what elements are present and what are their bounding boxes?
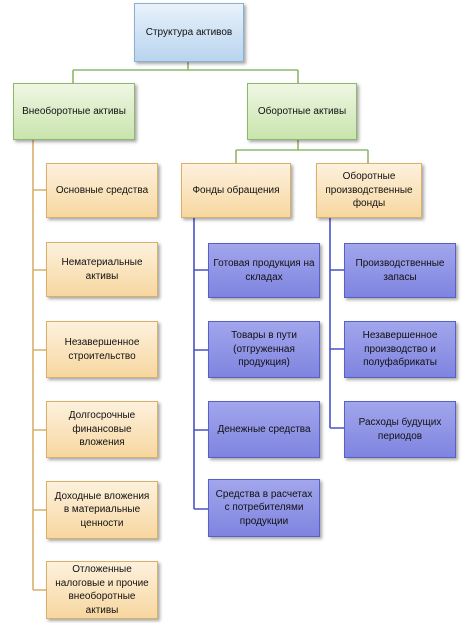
production-funds-node: Оборотные производственные фонды bbox=[316, 163, 422, 218]
non-current-item: Незавершенное строительство bbox=[46, 321, 158, 378]
root-node: Структура активов bbox=[134, 3, 244, 62]
current-assets-node: Оборотные активы bbox=[247, 83, 357, 140]
non-current-item: Нематериальные активы bbox=[46, 242, 158, 297]
non-current-item: Доходные вложения в материальные ценност… bbox=[46, 481, 158, 539]
circulation-funds-node: Фонды обращения bbox=[181, 163, 291, 218]
non-current-item: Долгосрочные финансовые вложения bbox=[46, 401, 158, 458]
circulation-funds-item: Товары в пути (отгруженная продукция) bbox=[208, 321, 320, 378]
non-current-assets-node: Внеоборотные активы bbox=[13, 83, 135, 140]
connector-circulation-funds bbox=[193, 218, 208, 510]
circulation-funds-item: Готовая продукция на складах bbox=[208, 243, 320, 298]
production-funds-item: Незавершенное производство и полуфабрика… bbox=[344, 321, 456, 378]
production-funds-item: Расходы будущих периодов bbox=[344, 401, 456, 458]
connector-current bbox=[235, 140, 369, 163]
connector-production-funds bbox=[329, 218, 344, 429]
connector-non-current bbox=[32, 140, 46, 591]
circulation-funds-item: Средства в расчетах с потребителями прод… bbox=[208, 479, 320, 537]
production-funds-item: Производственные запасы bbox=[344, 243, 456, 298]
circulation-funds-item: Денежные средства bbox=[208, 401, 320, 458]
non-current-item: Основные средства bbox=[46, 163, 158, 218]
connector-root bbox=[72, 62, 299, 83]
non-current-item: Отложенные налоговые и прочие внеоборотн… bbox=[46, 561, 158, 619]
